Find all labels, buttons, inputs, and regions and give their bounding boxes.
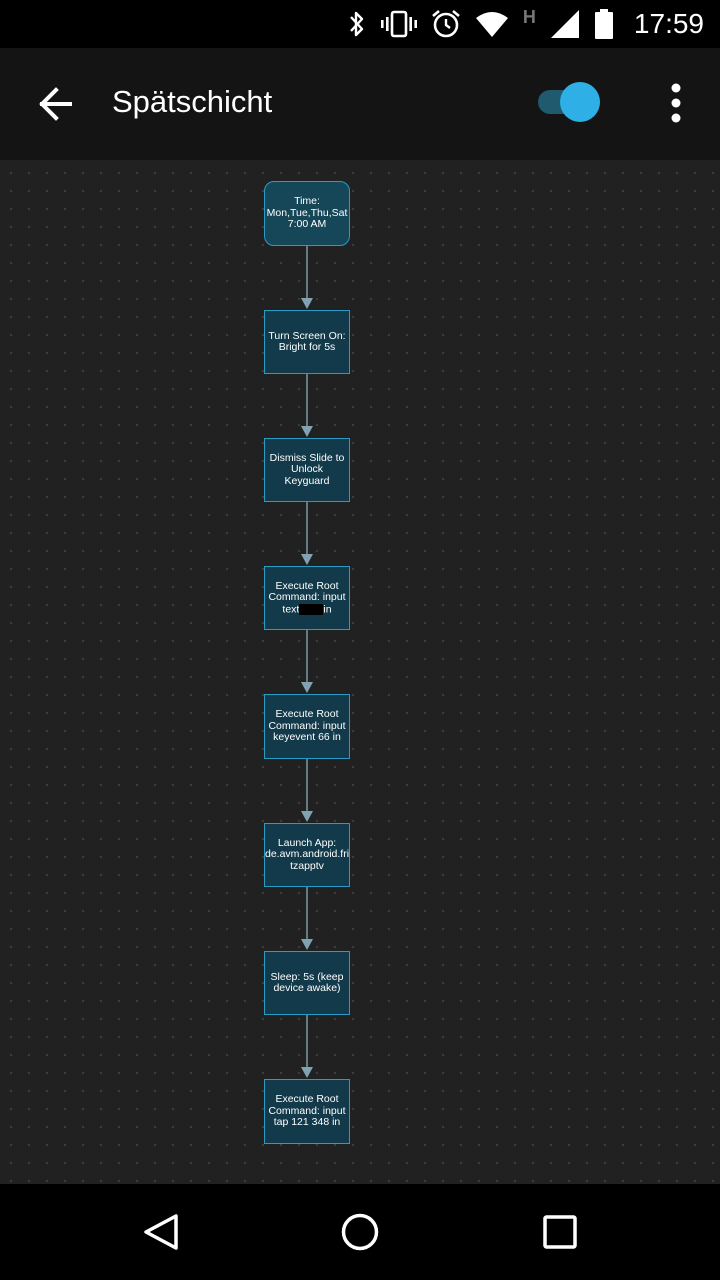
- nav-recents-button[interactable]: [532, 1204, 588, 1260]
- status-time: 17:59: [633, 8, 704, 39]
- node-text: Turn Screen On: Bright for 5s: [268, 329, 346, 353]
- nav-recents-icon: [543, 1215, 577, 1249]
- nav-back-button[interactable]: [132, 1204, 188, 1260]
- nav-home-button[interactable]: [332, 1204, 388, 1260]
- network-type-indicator: H: [522, 6, 536, 27]
- more-vert-icon: [671, 83, 681, 123]
- action-node-turn-screen-on[interactable]: Turn Screen On: Bright for 5s: [264, 310, 350, 374]
- trigger-node-time[interactable]: Time: Mon,Tue,Thu,Sat 7:00 AM: [264, 181, 350, 246]
- action-node-root-command-keyevent[interactable]: Execute Root Command: input keyevent 66 …: [264, 694, 350, 759]
- node-text: Dismiss Slide to Unlock Keyguard: [269, 451, 345, 487]
- status-bar: H 17:59: [0, 0, 720, 48]
- toggle-thumb: [560, 82, 600, 122]
- flow-canvas[interactable]: Time: Mon,Tue,Thu,Sat 7:00 AM Turn Scree…: [0, 160, 720, 1184]
- nav-home-icon: [341, 1213, 379, 1251]
- flow-connectors: [301, 246, 313, 1078]
- node-text: Execute Root Command: input tap 121 348 …: [268, 1093, 346, 1129]
- node-text: Sleep: 5s (keep device awake): [270, 970, 344, 994]
- vibrate-icon: [380, 10, 417, 38]
- status-icons: H 17:59: [347, 6, 704, 42]
- alarm-icon: [432, 10, 460, 38]
- bluetooth-icon: [350, 11, 364, 37]
- nav-back-icon: [144, 1214, 178, 1250]
- arrow-back-icon: [39, 87, 72, 121]
- battery-icon: [594, 9, 613, 39]
- node-text: Launch App: de.avm.android.fri tzapptv: [264, 836, 350, 872]
- cellular-signal-icon: [550, 10, 579, 38]
- action-node-launch-app[interactable]: Launch App: de.avm.android.fri tzapptv: [264, 823, 350, 887]
- macro-enable-toggle[interactable]: [538, 80, 606, 124]
- node-text: Execute Root Command: input keyevent 66 …: [268, 708, 346, 744]
- app-bar: Spätschicht: [0, 48, 720, 160]
- system-navigation-bar: [0, 1184, 720, 1280]
- page-title: Spätschicht: [112, 84, 273, 119]
- action-node-sleep[interactable]: Sleep: 5s (keep device awake): [264, 951, 350, 1015]
- wifi-icon: [475, 12, 508, 37]
- back-button[interactable]: [26, 76, 86, 132]
- node-text: Time: Mon,Tue,Thu,Sat 7:00 AM: [266, 195, 348, 231]
- redacted-text: [299, 603, 324, 615]
- overflow-menu-button[interactable]: [656, 78, 696, 128]
- action-node-root-command-tap[interactable]: Execute Root Command: input tap 121 348 …: [264, 1079, 350, 1144]
- action-node-dismiss-keyguard[interactable]: Dismiss Slide to Unlock Keyguard: [264, 438, 350, 502]
